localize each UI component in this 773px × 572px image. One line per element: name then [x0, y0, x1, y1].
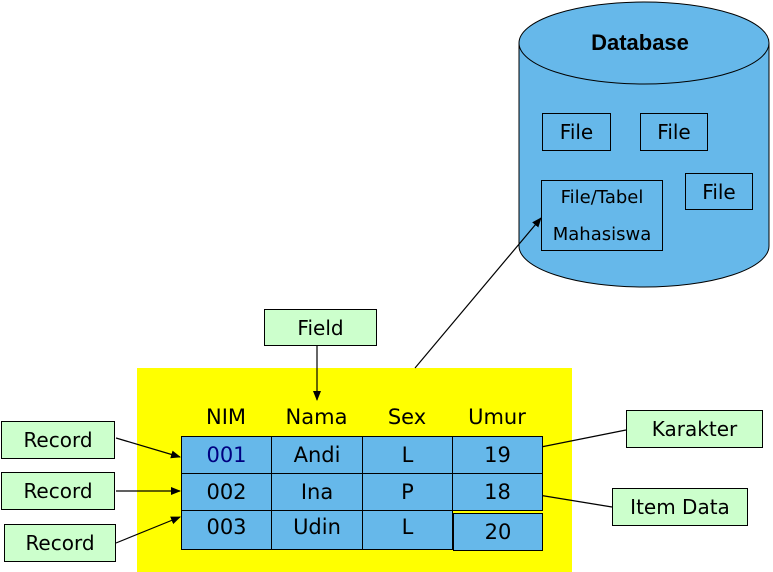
karakter-label: Karakter — [626, 410, 763, 448]
file-box-2: File — [640, 113, 708, 151]
table-cell-r1-nim: 001 — [181, 436, 272, 474]
table-cell-r1-sex: L — [362, 436, 453, 474]
header-nim: NIM — [205, 405, 247, 429]
table-cell-r2-nim: 002 — [181, 473, 272, 511]
item-data-label: Item Data — [612, 488, 748, 526]
table-cell-r2-umur: 18 — [452, 473, 543, 511]
file-box-3: File — [685, 173, 753, 210]
table-cell-r3-umur: 20 — [453, 513, 543, 551]
table-file-line1: File/Tabel — [560, 187, 644, 208]
table-cell-r2-nama: Ina — [271, 473, 363, 511]
database-title: Database — [591, 30, 689, 55]
table-cell-r1-nama: Andi — [271, 436, 363, 474]
arrow-record-3 — [115, 516, 181, 544]
header-nama: Nama — [285, 405, 348, 429]
arrow-table-to-file — [414, 217, 542, 369]
record-label-1: Record — [1, 421, 115, 459]
record-label-2: Record — [1, 472, 115, 510]
header-sex: Sex — [387, 405, 427, 429]
field-label: Field — [264, 309, 377, 346]
header-umur: Umur — [468, 405, 526, 429]
table-file-box: File/Tabel Mahasiswa — [541, 180, 663, 251]
table-cell-r3-sex: L — [362, 510, 453, 550]
table-cell-r3-nama: Udin — [271, 510, 363, 550]
table-cell-r2-sex: P — [362, 473, 453, 511]
record-label-3: Record — [4, 524, 116, 562]
table-file-line2: Mahasiswa — [552, 224, 652, 245]
table-cell-r3-nim: 003 — [181, 510, 272, 550]
database-cylinder — [518, 1, 770, 288]
table-cell-r1-umur: 19 — [452, 436, 543, 474]
file-box-1: File — [542, 113, 611, 151]
arrow-record-1 — [115, 437, 181, 459]
